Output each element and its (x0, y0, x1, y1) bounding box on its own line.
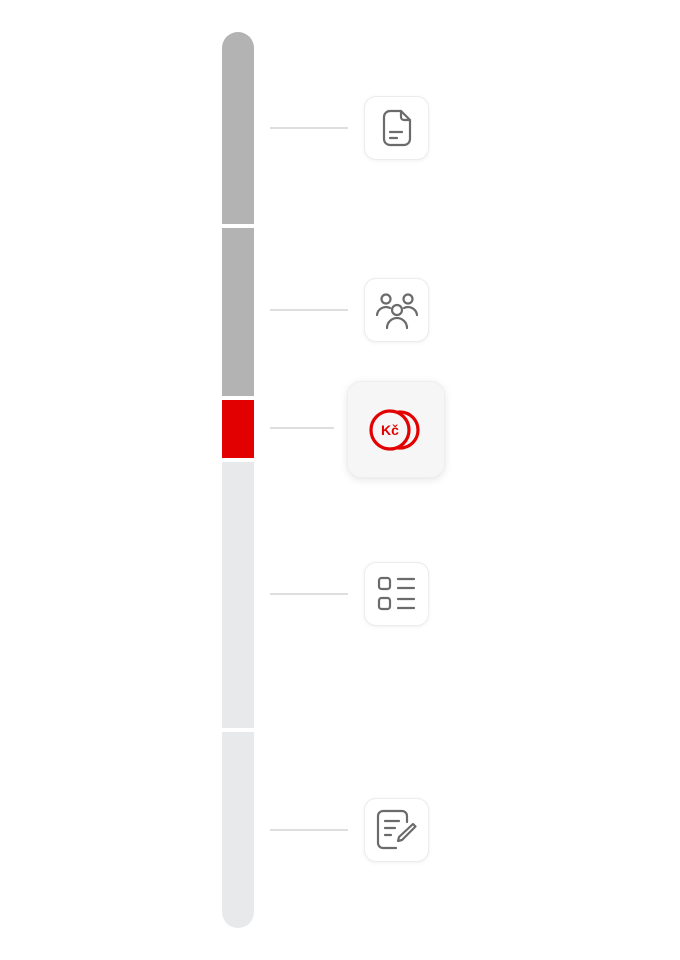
step-connector-1 (270, 127, 348, 129)
people-icon (374, 289, 420, 331)
progress-segment-5 (222, 732, 254, 928)
step-connector-2 (270, 309, 348, 311)
list-icon (376, 574, 418, 614)
step-card-people[interactable] (364, 278, 429, 342)
edit-note-icon (374, 808, 420, 852)
step-card-payment[interactable]: Kč (347, 381, 445, 478)
step-connector-4 (270, 593, 348, 595)
czk-coin-icon: Kč (366, 405, 426, 455)
progress-segment-1 (222, 32, 254, 224)
progress-track (222, 32, 254, 928)
progress-segment-4 (222, 462, 254, 728)
progress-segment-2 (222, 228, 254, 396)
step-connector-5 (270, 829, 348, 831)
step-card-document[interactable] (364, 96, 429, 160)
step-card-edit[interactable] (364, 798, 429, 862)
progress-segment-3 (222, 400, 254, 458)
step-card-list[interactable] (364, 562, 429, 626)
document-icon (376, 107, 418, 149)
step-connector-3 (270, 427, 334, 429)
currency-label: Kč (381, 422, 399, 438)
